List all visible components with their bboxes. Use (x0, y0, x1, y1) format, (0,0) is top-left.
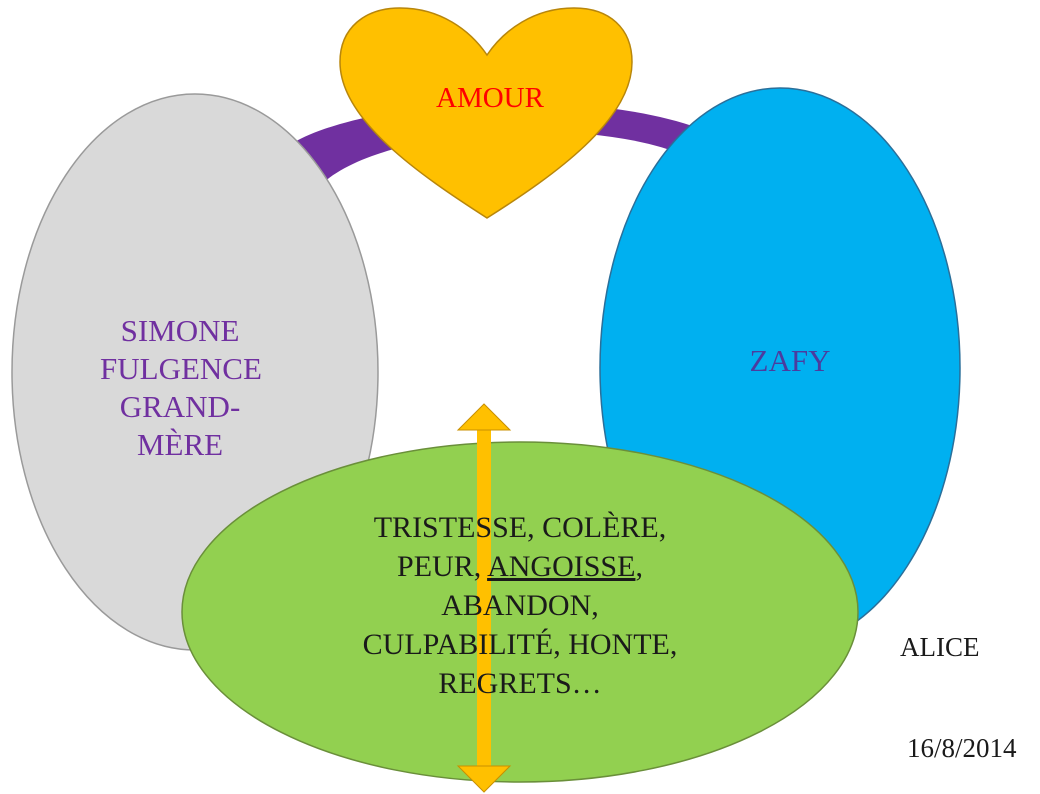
emotions-line: TRISTESSE, COLÈRE, (373, 511, 667, 544)
author-label: ALICE (900, 632, 980, 662)
date-label: 16/8/2014 (907, 733, 1017, 763)
double-arrow (456, 403, 512, 793)
zafy-label: ZAFY (749, 343, 831, 378)
emotions-line: PEUR, ANGOISSE, (397, 550, 643, 583)
emotions-line: REGRETS… (438, 667, 602, 700)
emotions-line: ABANDON, (441, 589, 599, 622)
simone-line: GRAND- (119, 389, 241, 424)
amour-heart (339, 7, 633, 219)
simone-line: MÈRE (136, 427, 224, 462)
amour-label: AMOUR (436, 82, 544, 114)
emotions-label: TRISTESSE, COLÈRE, PEUR, ANGOISSE, ABAND… (290, 508, 750, 703)
simone-line: FULGENCE (100, 351, 262, 386)
simone-line: SIMONE (120, 313, 240, 348)
simone-label: SIMONE FULGENCE GRAND- MÈRE (100, 312, 262, 464)
emotions-ellipse (181, 441, 859, 783)
emotions-line: CULPABILITÉ, HONTE, (362, 628, 678, 661)
